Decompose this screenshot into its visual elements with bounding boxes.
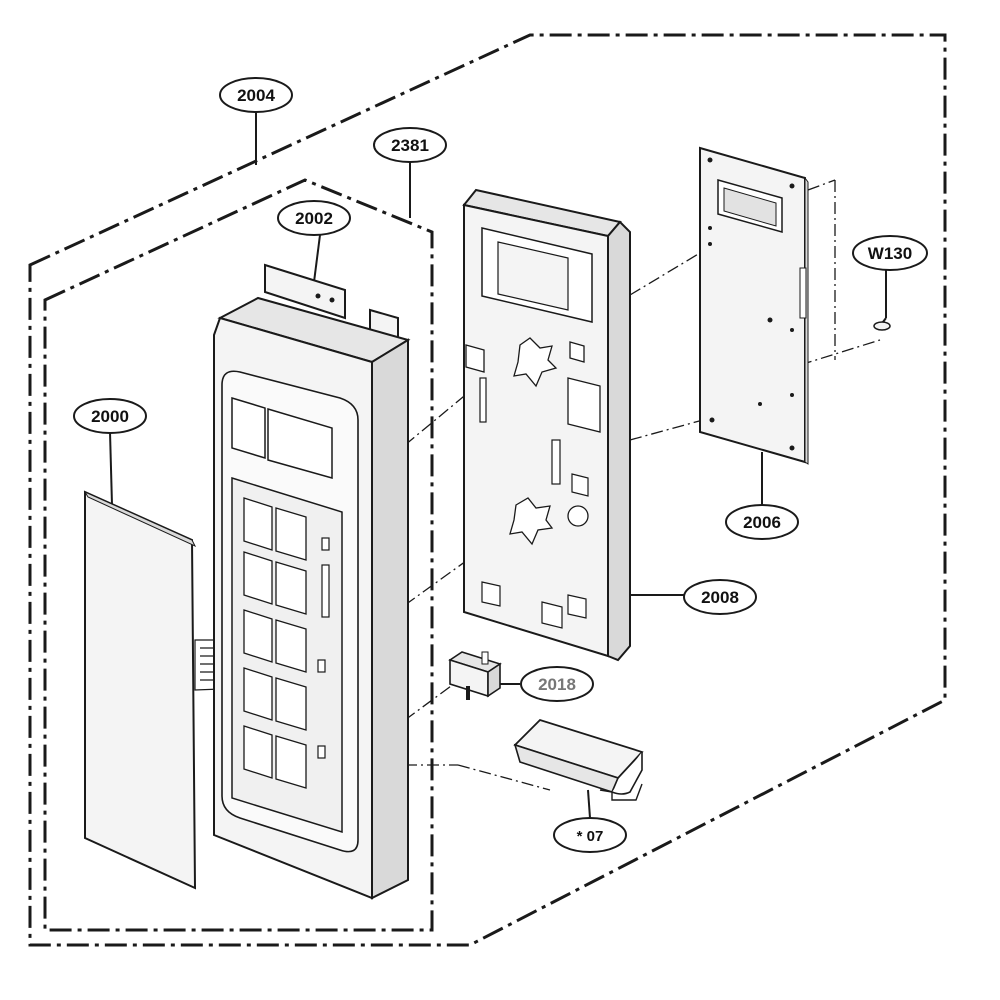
- callout-w130: W130: [852, 235, 928, 271]
- callout-2381: 2381: [373, 127, 447, 163]
- callout-2018: 2018: [520, 666, 594, 702]
- screw-w130: [873, 317, 891, 331]
- svg-text:* 07: * 07: [577, 828, 604, 845]
- callout-2000: 2000: [73, 398, 147, 434]
- assembly-boundary-2381: [43, 178, 434, 932]
- part-07-bracket: [513, 718, 644, 801]
- part-2018-connector: [448, 651, 502, 700]
- svg-text:2008: 2008: [701, 588, 739, 607]
- part-2006-pcb: [699, 146, 809, 465]
- callout-2002: 2002: [277, 200, 351, 236]
- part-2002-control-panel: [213, 263, 411, 900]
- svg-text:2002: 2002: [295, 209, 333, 228]
- svg-text:2018: 2018: [538, 675, 576, 694]
- callout-2006: 2006: [725, 504, 799, 540]
- svg-text:W130: W130: [868, 244, 912, 263]
- svg-text:2006: 2006: [743, 513, 781, 532]
- callout-07: * 07: [553, 817, 627, 853]
- leader-lines: [109, 112, 887, 819]
- assembly-boundary-2004: [28, 33, 947, 947]
- callout-2004: 2004: [219, 77, 293, 113]
- svg-text:2004: 2004: [237, 86, 275, 105]
- svg-text:2381: 2381: [391, 136, 429, 155]
- svg-text:2000: 2000: [91, 407, 129, 426]
- callout-2008: 2008: [683, 579, 757, 615]
- part-2008-frame: [462, 188, 631, 662]
